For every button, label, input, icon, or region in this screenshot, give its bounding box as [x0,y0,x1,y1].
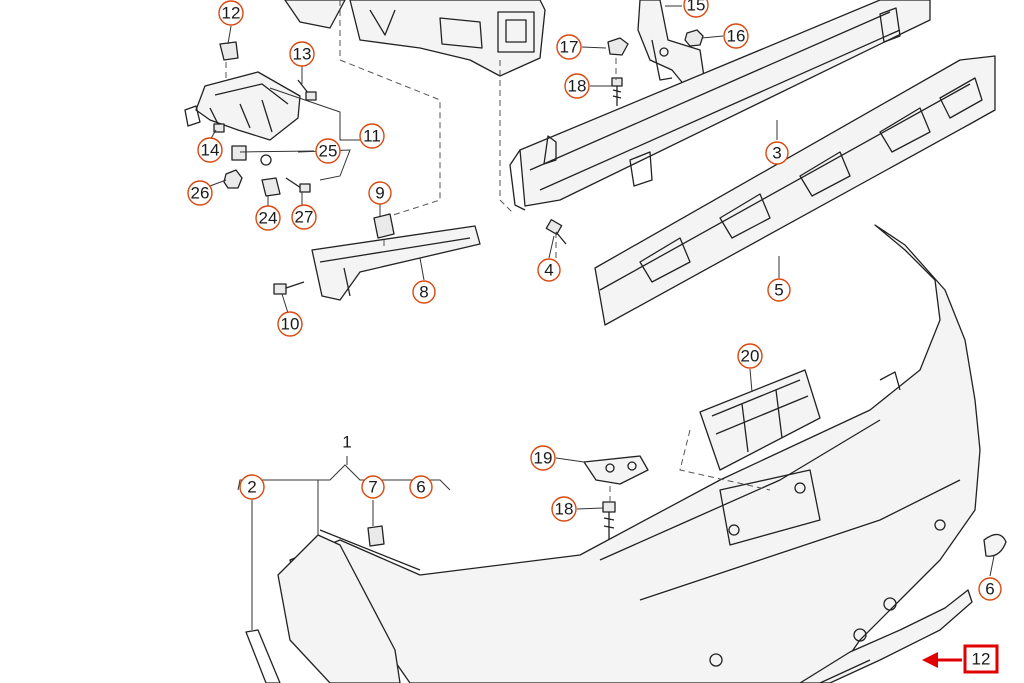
callout-20: 20 [737,343,763,369]
bolt-4 [545,219,567,245]
clip-7 [367,525,385,547]
svg-text:4: 4 [544,261,553,280]
screw-10 [273,281,305,295]
svg-text:19: 19 [534,449,553,468]
svg-text:11: 11 [363,127,381,146]
svg-text:26: 26 [191,184,210,203]
cap-6 [983,533,1007,557]
callout-15: 15 [683,0,709,18]
svg-text:5: 5 [774,281,783,300]
bolt-18-lower [602,501,616,540]
mount-bracket-11 [184,71,301,141]
callout-24: 24 [255,205,281,231]
clip-12-upper [219,41,239,61]
callout-6-top: 6 [409,475,433,499]
callout-11: 11 [359,123,385,149]
bolt-18-upper [611,77,623,106]
license-plate-bracket-20 [699,369,821,471]
svg-text:12: 12 [972,650,991,669]
end-cap-2 [245,534,401,683]
callout-9: 9 [368,181,392,205]
trim-strip-12 [799,589,973,683]
callout-6-right: 6 [978,577,1002,601]
clip-17 [607,37,629,56]
svg-text:6: 6 [985,580,994,599]
svg-text:27: 27 [295,208,314,227]
callout-2: 2 [239,474,265,500]
svg-text:14: 14 [201,141,220,160]
callout-13: 13 [289,41,315,67]
svg-text:12: 12 [222,4,241,23]
svg-text:6: 6 [416,478,425,497]
callout-25: 25 [315,138,341,164]
svg-text:7: 7 [368,478,377,497]
svg-text:10: 10 [281,315,300,334]
upper-mount-bracket [284,0,546,77]
svg-text:3: 3 [772,144,781,163]
callout-7: 7 [361,475,385,499]
clip-9 [373,213,395,239]
svg-text:17: 17 [560,38,579,57]
bolt-13 [297,79,317,101]
callout-27: 27 [291,204,317,230]
callout-18-top: 18 [564,73,590,99]
callout-14: 14 [197,137,223,163]
svg-text:1: 1 [342,433,351,452]
svg-text:18: 18 [555,500,574,519]
callout-4: 4 [537,258,561,282]
energy-absorber-5 [594,55,996,326]
callout-5: 5 [767,278,791,302]
callout-8: 8 [412,280,436,304]
callout-18-bottom: 18 [551,496,577,522]
callout-12-highlighted: 12 [963,644,999,674]
clip-25 [231,145,272,166]
svg-text:18: 18 [568,77,587,96]
bracket-19 [583,455,649,485]
svg-text:13: 13 [293,45,312,64]
svg-text:2: 2 [247,478,256,497]
highlight-arrow [922,652,962,668]
callout-3: 3 [765,141,789,165]
impact-bar-3 [509,0,931,211]
callout-12-top: 12 [218,0,244,26]
callout-19: 19 [530,445,556,471]
svg-text:9: 9 [375,184,384,203]
nut-16 [684,29,704,47]
callout-10: 10 [277,311,303,337]
callout-1: 1 [342,433,351,452]
callout-17: 17 [556,34,582,60]
callout-16: 16 [723,23,749,49]
svg-text:24: 24 [259,209,278,228]
svg-text:16: 16 [727,27,746,46]
screw-27 [285,177,311,193]
callout-26: 26 [187,180,213,206]
screw-14 [209,107,225,133]
svg-text:15: 15 [687,0,706,15]
nut-26 [223,169,243,189]
svg-text:25: 25 [319,142,338,161]
svg-text:20: 20 [741,347,760,366]
side-guide-8 [311,225,481,301]
plate-24 [261,177,281,197]
assembly-guide-lines [225,0,771,502]
svg-text:8: 8 [419,283,428,302]
